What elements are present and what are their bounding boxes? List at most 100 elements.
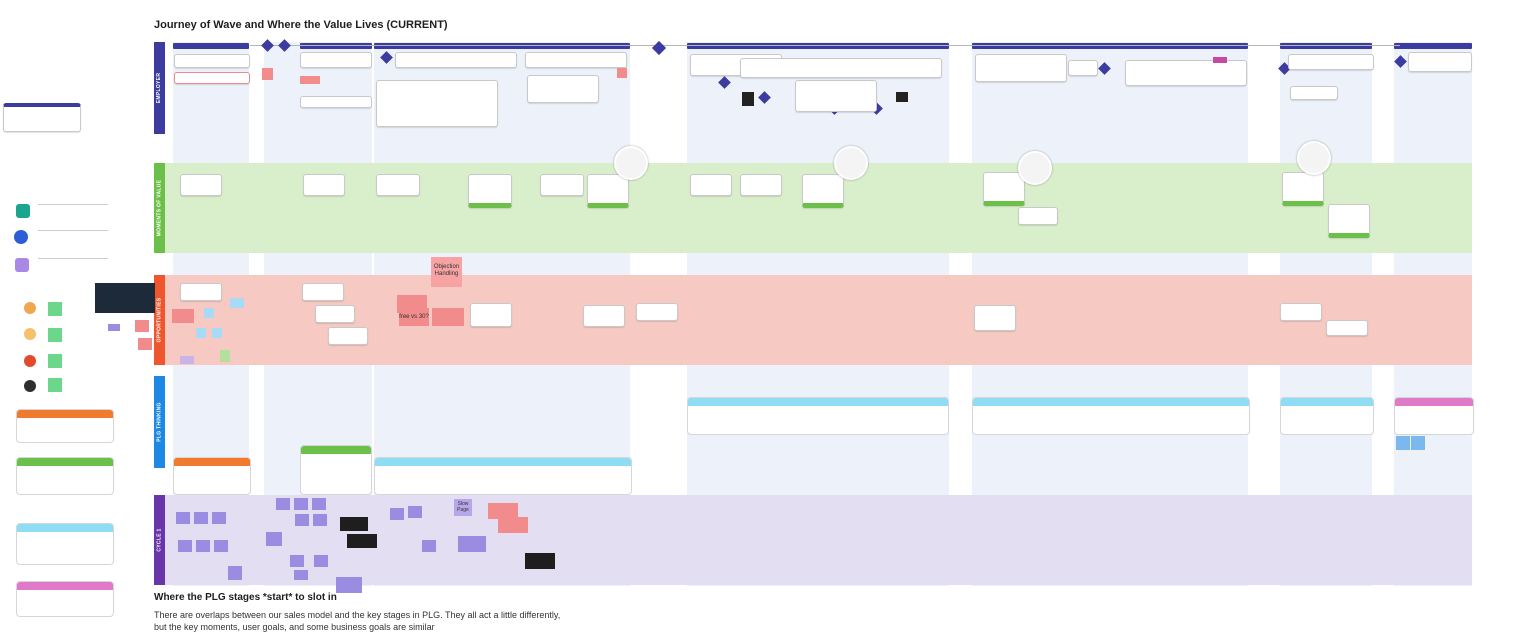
moment-card[interactable] [540, 174, 584, 196]
sticky-note[interactable] [180, 356, 194, 364]
flow-card[interactable] [1290, 86, 1338, 100]
plg-legend-card[interactable] [16, 581, 114, 617]
opportunity-card[interactable] [1326, 320, 1368, 336]
sticky-note[interactable] [336, 577, 362, 593]
moment-card[interactable] [983, 172, 1025, 206]
moment-card[interactable] [376, 174, 420, 196]
opportunity-card[interactable] [974, 305, 1016, 331]
sticky-note[interactable] [204, 308, 214, 318]
sticky-note[interactable] [138, 338, 152, 350]
sticky-note[interactable] [178, 540, 192, 552]
moment-card[interactable] [690, 174, 732, 196]
sticky-note[interactable] [390, 508, 404, 520]
sticky-note[interactable] [48, 378, 62, 392]
sticky-note[interactable] [212, 512, 226, 524]
sticky-note[interactable] [176, 512, 190, 524]
dark-note[interactable] [347, 534, 377, 548]
sticky-note[interactable] [300, 76, 320, 84]
plg-legend-card[interactable] [16, 457, 114, 495]
plg-stage-card[interactable] [972, 397, 1250, 435]
sticky-note[interactable] [422, 540, 436, 552]
sticky-note[interactable] [262, 68, 273, 80]
sticky-note[interactable] [295, 514, 309, 526]
flow-card[interactable] [740, 58, 942, 78]
mini-flow-card[interactable] [3, 103, 81, 132]
sticky-note[interactable] [228, 566, 242, 580]
moment-card[interactable] [1328, 204, 1370, 238]
plg-legend-card[interactable] [16, 409, 114, 443]
sticky-note[interactable] [214, 540, 228, 552]
sticky-note[interactable] [266, 532, 282, 546]
moment-card[interactable] [1282, 172, 1324, 206]
plg-stage-card[interactable] [1394, 397, 1474, 435]
flow-card[interactable] [300, 96, 372, 108]
flow-card[interactable] [1408, 52, 1472, 72]
dark-note[interactable] [525, 553, 555, 569]
sticky-note[interactable] [1411, 436, 1425, 450]
flow-card[interactable] [1125, 60, 1247, 86]
flow-card[interactable] [376, 80, 498, 127]
sticky-note[interactable] [498, 517, 528, 533]
opportunity-card[interactable] [1280, 303, 1322, 321]
flow-card[interactable] [527, 75, 599, 103]
moment-card[interactable] [1018, 207, 1058, 225]
sticky-note[interactable] [196, 328, 206, 338]
sticky-note[interactable] [220, 350, 230, 362]
flow-card[interactable] [525, 52, 627, 68]
sticky-note[interactable] [276, 498, 290, 510]
flow-card[interactable] [795, 80, 877, 112]
sticky-note[interactable] [314, 555, 328, 567]
plg-stage-card[interactable] [173, 457, 251, 495]
flow-card[interactable] [1068, 60, 1098, 76]
opportunity-card[interactable] [302, 283, 344, 301]
sticky-note[interactable] [1396, 436, 1410, 450]
moment-card[interactable] [303, 174, 345, 196]
sticky-note[interactable] [48, 328, 62, 342]
sticky-note[interactable] [290, 555, 304, 567]
sticky-note[interactable] [48, 302, 62, 316]
sticky-note[interactable] [408, 506, 422, 518]
sticky-note[interactable] [135, 320, 149, 332]
sticky-note[interactable] [312, 498, 326, 510]
sticky-objection-handling[interactable]: Objection Handling [431, 257, 462, 287]
opportunity-card[interactable] [470, 303, 512, 327]
sticky-note[interactable] [617, 68, 627, 78]
moment-card[interactable] [468, 174, 512, 208]
opportunity-card[interactable] [315, 305, 355, 323]
sticky-note[interactable] [488, 503, 518, 519]
moment-card[interactable] [740, 174, 782, 196]
opportunity-card[interactable] [328, 327, 368, 345]
sticky-note[interactable] [48, 354, 62, 368]
sticky-note[interactable] [212, 328, 222, 338]
opportunity-card[interactable] [636, 303, 678, 321]
plg-stage-card[interactable] [1280, 397, 1374, 435]
dark-note[interactable] [340, 517, 368, 531]
sticky-note[interactable] [294, 498, 308, 510]
plg-stage-card[interactable] [300, 445, 372, 495]
sticky-note[interactable] [172, 309, 194, 323]
flow-card[interactable] [1288, 54, 1374, 70]
flow-card[interactable] [395, 52, 517, 68]
flow-card[interactable] [300, 52, 372, 68]
plg-legend-card[interactable] [16, 523, 114, 565]
plg-stage-card[interactable] [374, 457, 632, 495]
sticky-free-vs-30[interactable]: free vs 30? [399, 308, 429, 326]
sticky-note[interactable] [196, 540, 210, 552]
plg-stage-card[interactable] [687, 397, 949, 435]
flow-card[interactable] [975, 54, 1067, 82]
flow-card[interactable] [174, 54, 250, 68]
moment-card[interactable] [802, 174, 844, 208]
flow-card[interactable] [174, 72, 250, 84]
sticky-note[interactable] [313, 514, 327, 526]
sticky-note[interactable] [194, 512, 208, 524]
moment-card[interactable] [180, 174, 222, 196]
moment-card[interactable] [587, 174, 629, 208]
sticky-slow-page[interactable]: Slow Page [454, 499, 472, 516]
opportunity-card[interactable] [583, 305, 625, 327]
sticky-note[interactable] [432, 308, 464, 326]
opportunity-card[interactable] [180, 283, 222, 301]
sticky-note[interactable] [294, 570, 308, 580]
sticky-note[interactable] [108, 324, 120, 331]
sticky-note[interactable] [230, 298, 244, 308]
sticky-note[interactable] [458, 536, 486, 552]
